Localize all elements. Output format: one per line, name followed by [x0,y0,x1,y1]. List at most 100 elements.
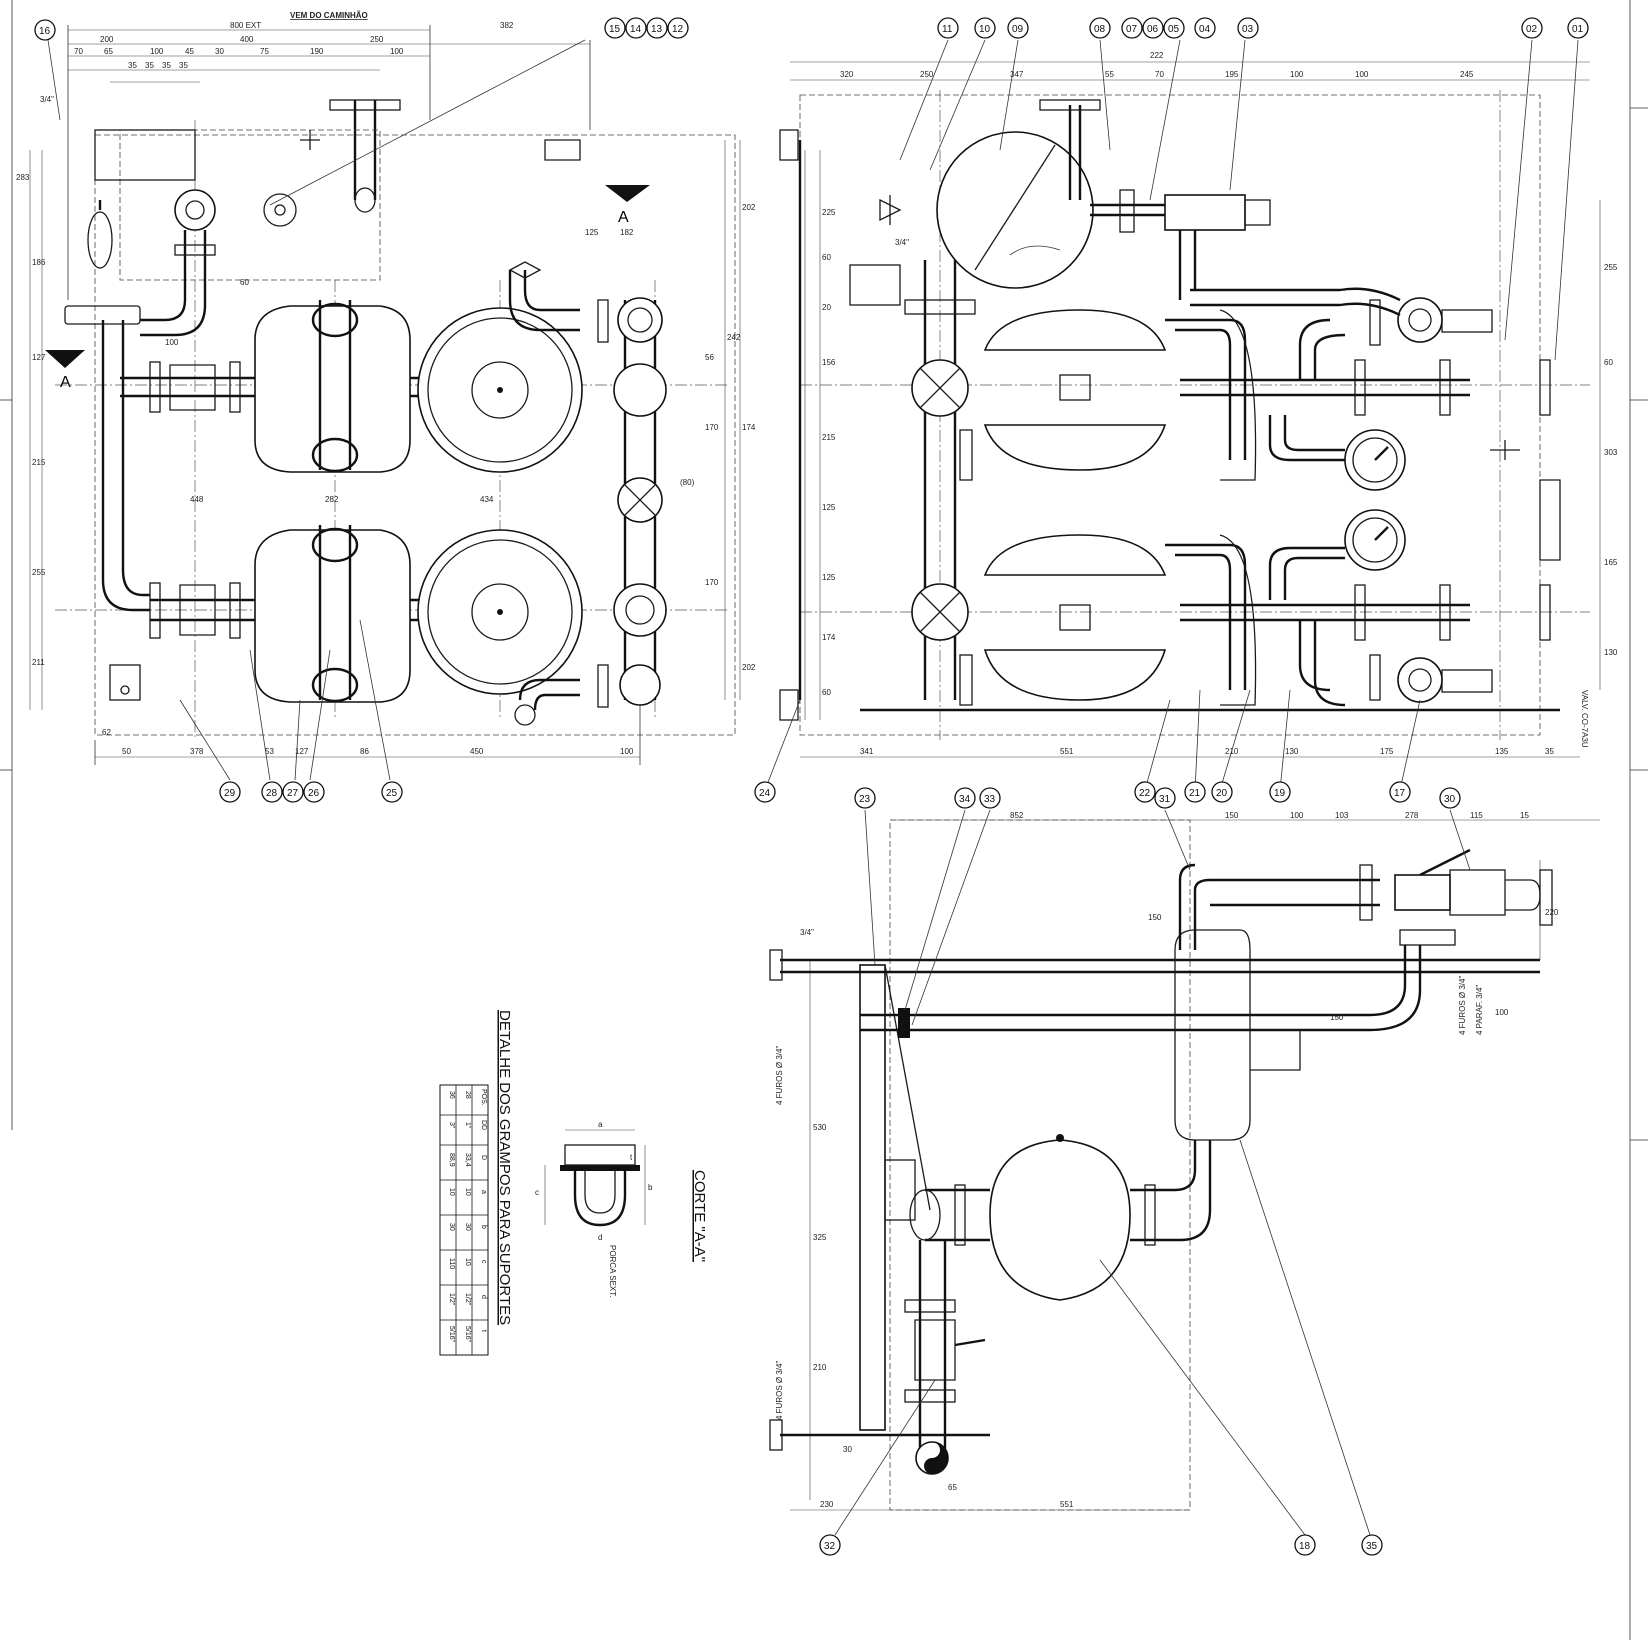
gauge-needle [1374,526,1389,541]
check-valve-small [879,195,902,225]
inlet-flange [329,99,401,111]
callout-34: 34 [954,787,976,809]
dim-text: 35 [128,61,137,70]
callout-11: 11 [937,17,959,39]
dim-text: 210 [813,1363,827,1372]
pump-inlet [925,1188,990,1242]
dampener-inner-ring [427,317,573,463]
frame-post [859,964,886,1431]
bypass-elbow [1298,318,1346,380]
callout-35: 35 [1361,1534,1383,1556]
callout-17: 17 [1389,781,1411,803]
hole-note: 4 FUROS Ø 3/4" [1458,976,1467,1035]
dim-text: 60 [1604,358,1613,367]
dim-text: 35 [179,61,188,70]
table-header: b [480,1225,487,1229]
support-angle [564,1144,636,1166]
pipe-size-label: 3/4" [895,238,909,247]
dim-text: 222 [1150,51,1164,60]
callout-06: 06 [1142,17,1164,39]
callout-10: 10 [974,17,996,39]
leader-line [899,39,949,161]
dim-text: 130 [1604,648,1618,657]
section-arrow-left [45,350,85,368]
table-cell: 28 [464,1091,471,1099]
dim-text: 320 [840,70,854,79]
dim-text: 75 [260,47,269,56]
flange-center [274,204,286,216]
svg-text:29: 29 [224,788,236,799]
dim-text: 551 [1060,747,1074,756]
flange [1354,359,1366,416]
dim-text: 242 [727,333,741,342]
dim-text: 125 [822,503,836,512]
leader-line [1279,689,1291,791]
leader-line [999,39,1019,151]
pump-diaphragm-lower [983,649,1167,701]
flange [959,654,973,706]
svg-text:24: 24 [759,788,771,799]
flange [1539,869,1553,926]
leader-line [1239,1139,1371,1536]
pump-housing [1219,309,1257,481]
table-header: a [480,1190,487,1194]
callout-02: 02 [1521,17,1543,39]
reservoir-outline [119,129,381,281]
flange [229,582,241,639]
pump-elbow [311,437,359,473]
flange [1369,299,1381,346]
vent-valve [508,261,542,279]
dim-text: 211 [32,658,45,667]
svg-text:32: 32 [824,1541,836,1552]
dim-text: 56 [705,353,714,362]
table-cell: 33,4 [464,1153,471,1167]
table-header: c [480,1260,487,1264]
section-arrow-right [605,185,650,202]
callout-19: 19 [1269,781,1291,803]
drain-valve [914,1319,956,1381]
blind-flange [263,193,297,227]
discharge-header-top [1180,378,1470,397]
clamp-table: POS. DD D a b c d t 28 1" 33,4 10 30 10 … [439,1084,489,1356]
leader-line [294,699,301,781]
strainer-basket [87,211,113,269]
svg-text:13: 13 [651,24,663,35]
svg-text:35: 35 [1366,1541,1378,1552]
discharge-elbow-bottom [518,678,580,711]
callout-03: 03 [1237,17,1259,39]
detail-dim-a: a [598,1120,603,1129]
leader-line [1229,39,1246,191]
cross-mark [919,367,961,409]
flange [597,299,609,343]
dim-text: 341 [860,747,874,756]
dim-text: 135 [1495,747,1509,756]
valve-port [625,595,655,625]
gauge-needle [1374,446,1389,461]
callout-14: 14 [625,17,647,39]
pump-discharge [1165,543,1247,690]
table-header: D [480,1155,487,1160]
dim-text: 70 [1155,70,1164,79]
dim-text: 255 [1604,263,1618,272]
pipe-size-label: 3/4" [40,95,54,104]
callout-23: 23 [854,787,876,809]
callout-33: 33 [979,787,1001,809]
hole-note: 4 FUROS Ø 3/4" [775,1361,784,1420]
section-title: CORTE "A-A" [691,1170,708,1262]
inlet-label: VEM DO CAMINHÃO [290,11,368,20]
valve-cap [1505,879,1541,911]
pump-discharge [1165,318,1247,460]
gauge-dial [1352,517,1398,563]
dim-text: 378 [190,747,204,756]
leader-line [1554,39,1579,361]
callout-29: 29 [219,781,241,803]
leader-line [249,649,271,781]
pump-manifold [318,525,352,700]
dim-text: 115 [1470,811,1483,820]
svg-text:21: 21 [1189,788,1201,799]
table-header: DD [480,1120,487,1130]
callout-27: 27 [282,781,304,803]
svg-text:26: 26 [308,788,320,799]
svg-text:11: 11 [942,24,953,35]
